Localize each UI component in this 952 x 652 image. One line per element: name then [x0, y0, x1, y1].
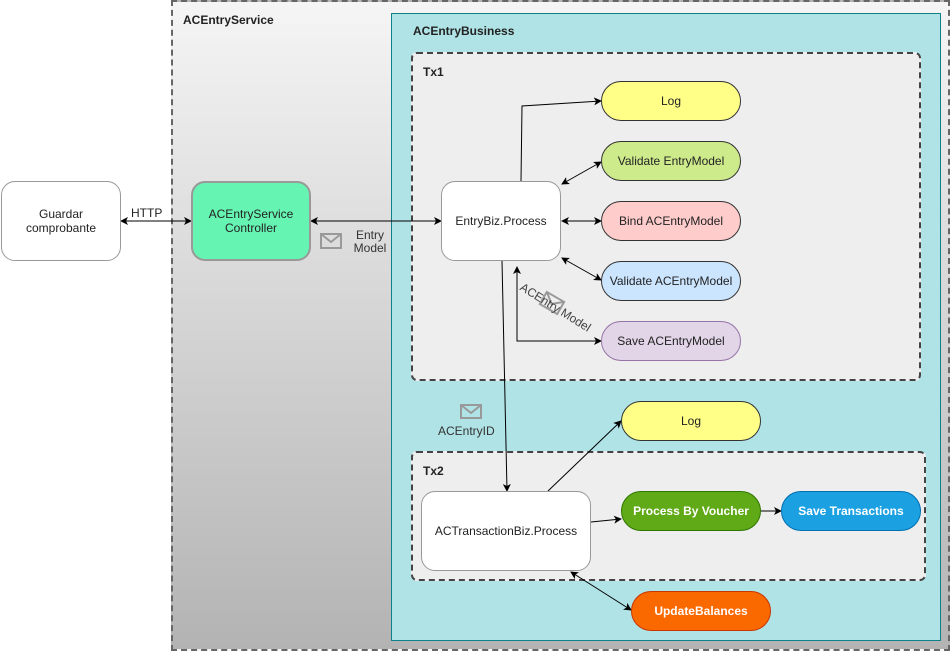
log-node-1[interactable]: Log [601, 81, 741, 121]
validate-acentrymodel-node[interactable]: Validate ACEntryModel [601, 261, 741, 301]
label-http: HTTP [131, 206, 163, 220]
entrybiz-process-node[interactable]: EntryBiz.Process [441, 181, 561, 261]
acentryservice-label: ACEntryService [183, 13, 274, 27]
update-balances-node[interactable]: UpdateBalances [631, 591, 771, 631]
controller-node[interactable]: ACEntryService Controller [191, 181, 311, 261]
edge-validate-entry [561, 161, 602, 185]
tx2-label: Tx2 [423, 464, 444, 478]
guardar-comprobante-node[interactable]: Guardar comprobante [1, 181, 121, 261]
edge-log1 [520, 97, 602, 182]
edge-update-balances [570, 571, 632, 611]
validate-entrymodel-node[interactable]: Validate EntryModel [601, 141, 741, 181]
edge-validate-acentry [561, 257, 602, 281]
bind-acentrymodel-node[interactable]: Bind ACEntryModel [601, 201, 741, 241]
edge-save-acentry [513, 266, 602, 345]
envelope-icon [538, 290, 566, 316]
label-acentry-id: ACEntryID [438, 424, 495, 438]
actransactionbiz-process-node[interactable]: ACTransactionBiz.Process [421, 491, 591, 571]
log-node-2[interactable]: Log [621, 401, 761, 441]
envelope-icon [460, 404, 482, 419]
save-transactions-node[interactable]: Save Transactions [781, 491, 921, 531]
save-acentrymodel-node[interactable]: Save ACEntryModel [601, 321, 741, 361]
process-by-voucher-node[interactable]: Process By Voucher [621, 491, 761, 531]
edge-process-voucher [590, 515, 622, 524]
tx1-label: Tx1 [423, 65, 444, 79]
acentrybusiness-label: ACEntryBusiness [413, 24, 515, 38]
envelope-icon [320, 233, 342, 249]
edge-log2 [547, 420, 622, 492]
label-entry-model: Entry Model [353, 228, 387, 255]
edge-acentry-id [501, 260, 511, 492]
